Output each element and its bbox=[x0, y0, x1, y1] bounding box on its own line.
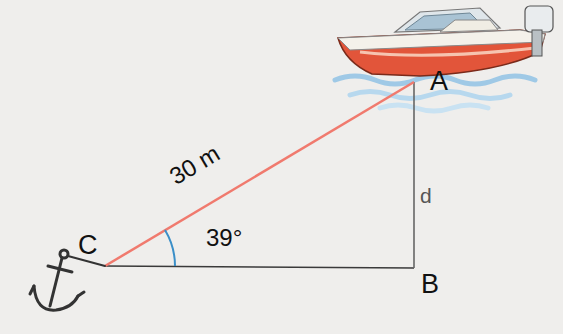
anchor-rope bbox=[105, 82, 414, 266]
depth-label: d bbox=[420, 185, 432, 206]
depth-line bbox=[413, 82, 415, 268]
point-label: A bbox=[430, 68, 448, 95]
seabed-line bbox=[105, 266, 414, 268]
angle-label: 39° bbox=[206, 226, 242, 250]
length-label: 30 m bbox=[166, 141, 224, 189]
point-label: B bbox=[421, 271, 439, 298]
angle-arc bbox=[165, 230, 175, 266]
boat bbox=[338, 6, 553, 76]
point-label: C bbox=[78, 232, 98, 259]
anchor bbox=[30, 250, 105, 310]
